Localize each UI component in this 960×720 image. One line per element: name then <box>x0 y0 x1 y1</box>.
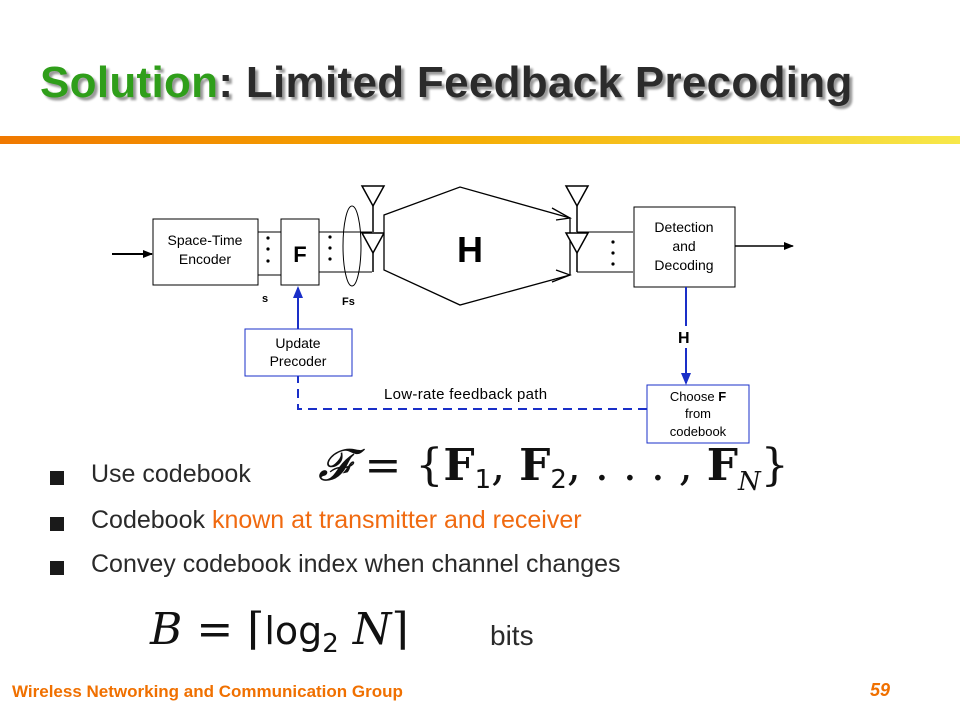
bullet-square-icon <box>50 517 64 531</box>
feedback-path-label: Low-rate feedback path <box>384 386 547 403</box>
title-underline-bar <box>0 136 960 144</box>
footer-group-name: Wireless Networking and Communication Gr… <box>12 682 403 701</box>
receiver-input-dots <box>611 240 615 266</box>
s-label: s <box>262 293 268 305</box>
bullet-square-icon <box>50 471 64 485</box>
update-label-line2: Precoder <box>270 353 327 369</box>
title-solution: Solution <box>40 58 219 107</box>
space-time-encoder-box <box>152 218 259 286</box>
update-label-line1: Update <box>275 335 320 351</box>
rx-antenna-bottom <box>564 232 590 272</box>
choose-f-box <box>646 384 750 444</box>
bullet-text: Convey codebook index when channel chang… <box>91 550 621 578</box>
fs-label: Fs <box>342 296 355 308</box>
page-number: 59 <box>870 680 891 700</box>
encoder-output-dots <box>266 236 270 263</box>
h-feedback-label: H <box>678 330 690 347</box>
precoder-label: F <box>293 242 306 267</box>
choose-label-line2: from <box>685 406 711 421</box>
bullet-text: Codebook <box>91 506 205 534</box>
encoder-label-line2: Encoder <box>179 251 231 267</box>
feedback-path-dashed <box>297 376 647 410</box>
detection-decoding-box <box>633 206 736 288</box>
fs-ellipse <box>342 205 362 287</box>
bullet-text: Use codebook <box>91 460 251 488</box>
precoder-box <box>280 218 320 286</box>
choose-label-bold: F <box>718 389 726 404</box>
title-rest: : Limited Feedback Precoding <box>218 58 853 107</box>
choose-label-pre: Choose <box>670 389 718 404</box>
bits-formula: B = ⌈log2 N⌉ <box>150 604 409 659</box>
tx-antenna-bottom <box>360 232 386 272</box>
bits-label: bits <box>490 620 534 651</box>
svg-text:Choose F: Choose F <box>670 389 726 404</box>
channel-label: H <box>457 229 483 270</box>
bullet-square-icon <box>50 561 64 575</box>
rx-antenna-top <box>564 185 590 232</box>
slide-title: Solution: Limited Feedback Precoding <box>40 58 853 108</box>
choose-label-line3: codebook <box>670 424 727 439</box>
bullet-highlight: known at transmitter and receiver <box>211 506 582 534</box>
system-diagram: Space-Time Encoder s F Fs H Detection an… <box>112 185 794 444</box>
detection-label-line2: and <box>672 238 695 254</box>
update-precoder-box <box>244 328 353 377</box>
detection-label-line3: Decoding <box>654 257 713 273</box>
encoder-label-line1: Space-Time <box>168 232 243 248</box>
precoder-output-dots <box>328 235 332 261</box>
detection-label-line1: Detection <box>654 219 713 235</box>
codebook-formula: 𝓕 = {F1, F2, . . . , FN} <box>318 440 789 497</box>
tx-antenna-top <box>360 185 386 232</box>
